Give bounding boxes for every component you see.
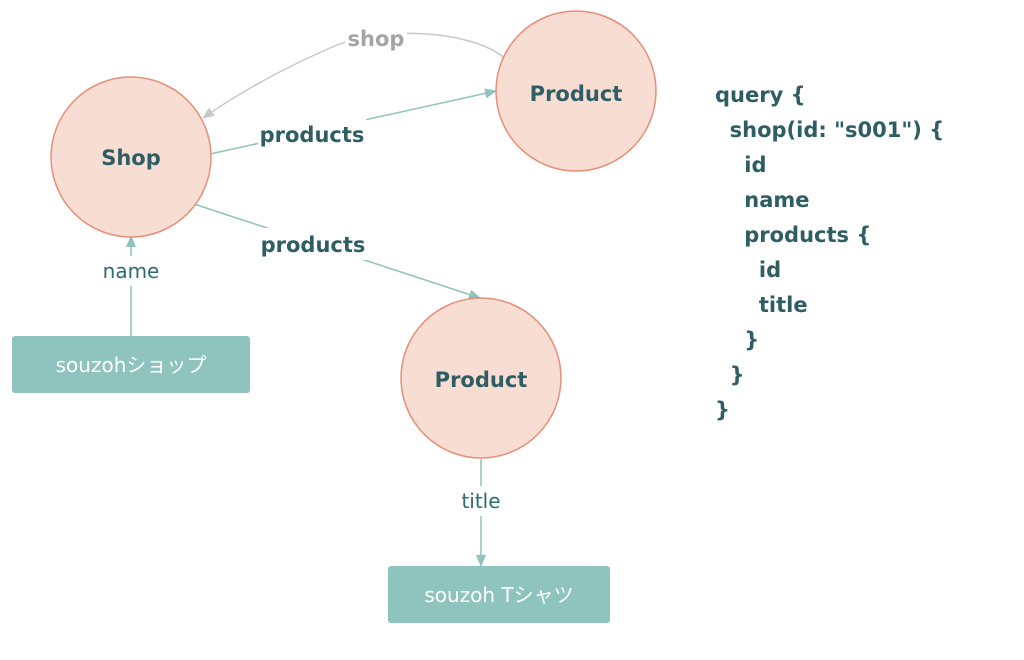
node-shop-label: Shop [101, 146, 161, 170]
value-box-shop-name: souzohショップ [12, 336, 250, 393]
query-line: query { [715, 83, 806, 107]
edge-label-bg [452, 486, 510, 516]
query-line: } [715, 363, 745, 387]
query-line: products { [715, 223, 872, 247]
edge-label-products-bottom: products [261, 233, 366, 257]
query-line: } [715, 328, 760, 352]
node-product-bottom: Product [400, 297, 562, 459]
query-line: title [715, 293, 808, 317]
edge-label-shop: shop [348, 27, 405, 51]
edge-label-name: name [103, 259, 160, 283]
node-shop: Shop [50, 76, 212, 238]
node-product-bottom-label: Product [435, 368, 528, 392]
edge-shop-back [202, 32, 504, 119]
value-shop-name: souzohショップ [56, 353, 207, 377]
query-line: id [715, 258, 782, 282]
edge-label-products-top: products [260, 123, 365, 147]
node-product-top-label: Product [530, 82, 623, 106]
value-box-product-title: souzoh Tシャツ [388, 566, 610, 623]
node-product-top: Product [495, 10, 657, 172]
query-line: } [715, 398, 730, 422]
query-line: shop(id: "s001") { [715, 118, 945, 142]
edge-label-bg [258, 118, 366, 150]
edge-label-bg [345, 24, 407, 52]
graphql-query: query { shop(id: "s001") { id name produ… [715, 78, 944, 428]
edge-label-bg [258, 228, 368, 260]
query-line: id [715, 153, 767, 177]
query-line: name [715, 188, 810, 212]
value-product-title: souzoh Tシャツ [424, 583, 573, 607]
edge-label-title: title [461, 489, 500, 513]
edge-label-bg [96, 256, 166, 286]
